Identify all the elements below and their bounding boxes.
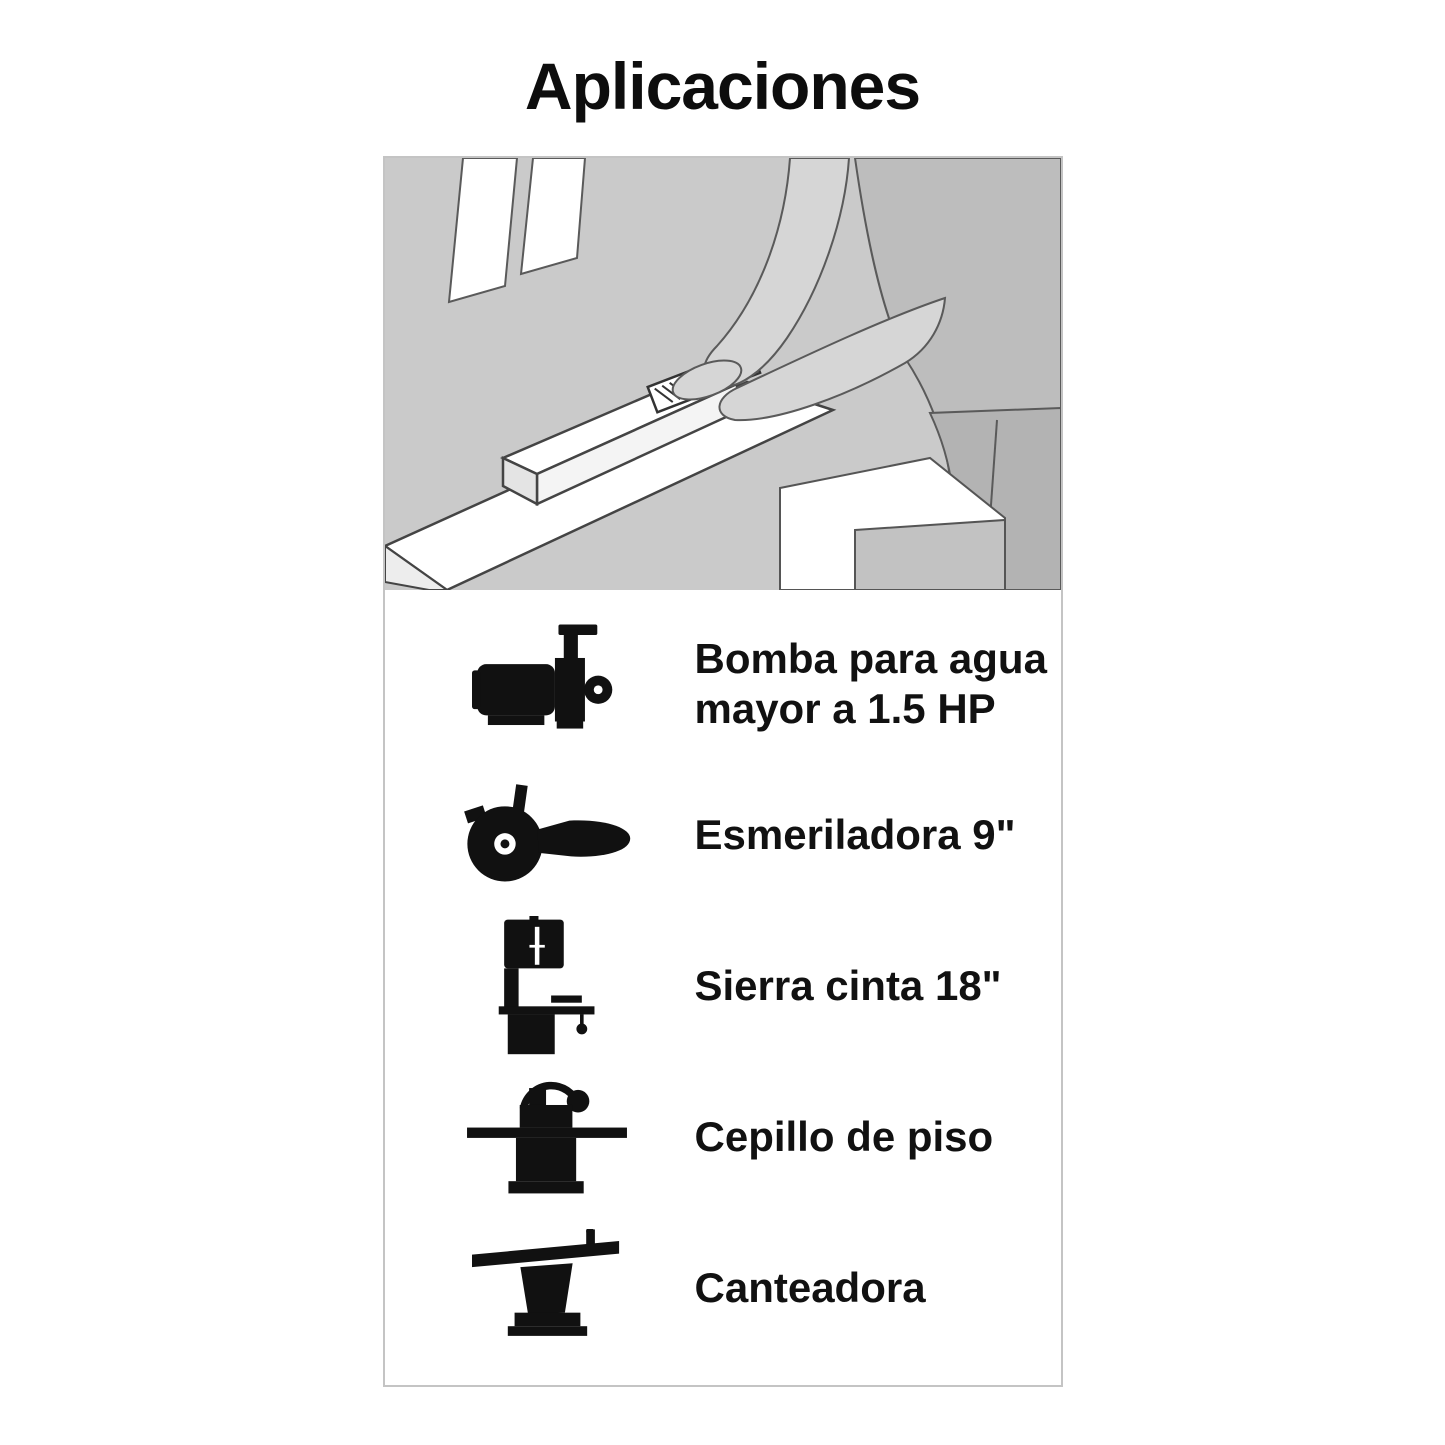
application-item: Esmeriladora 9" [385, 759, 1061, 910]
applications-panel: Bomba para agua mayor a 1.5 HP Esmerilad… [382, 156, 1063, 1387]
floor-planer-icon [440, 1073, 655, 1200]
page-title: Aplicaciones [524, 49, 921, 123]
application-item: Cepillo de piso [385, 1061, 1061, 1212]
application-item: Sierra cinta 18" [385, 910, 1061, 1061]
water-pump-icon [440, 623, 655, 744]
application-item: Canteadora [385, 1212, 1061, 1363]
application-item: Bomba para agua mayor a 1.5 HP [385, 608, 1061, 759]
application-label: Esmeriladora 9" [694, 810, 1016, 858]
application-illustration [384, 158, 1061, 590]
application-label: Sierra cinta 18" [694, 961, 1002, 1009]
applications-list: Bomba para agua mayor a 1.5 HP Esmerilad… [385, 590, 1061, 1385]
application-label: Bomba para agua mayor a 1.5 HP [694, 634, 1047, 732]
band-saw-icon [440, 915, 655, 1056]
jointer-icon [440, 1229, 655, 1346]
angle-grinder-icon [440, 783, 655, 886]
application-label: Canteadora [694, 1263, 926, 1311]
application-label: Cepillo de piso [694, 1112, 994, 1160]
